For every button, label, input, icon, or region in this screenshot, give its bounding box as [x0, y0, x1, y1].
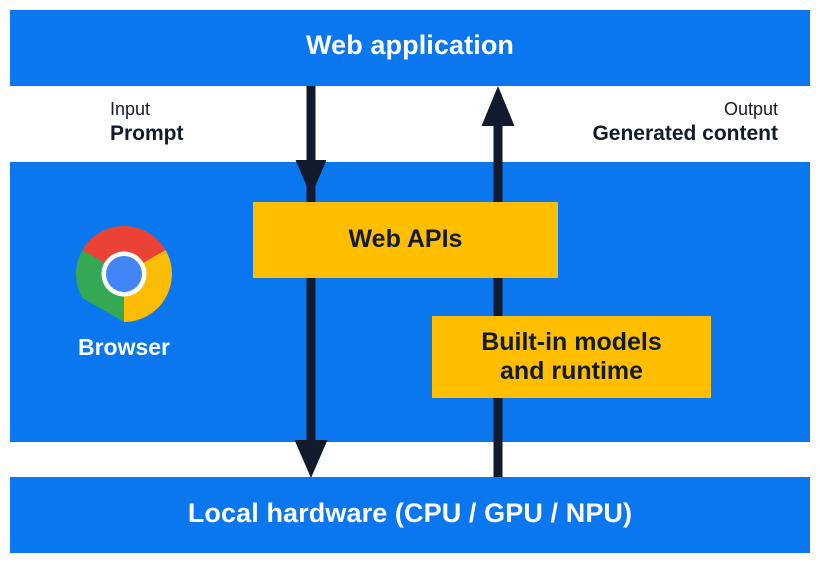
box-web-apis-label: Web APIs: [348, 225, 463, 254]
box-web-apis[interactable]: Web APIs: [253, 202, 558, 278]
band-web-application: [10, 10, 810, 86]
web-application-title: Web application: [305, 30, 515, 60]
chrome-logo-icon: [76, 226, 172, 322]
output-value-label: Generated content: [592, 121, 778, 145]
browser-group: Browser: [48, 226, 200, 374]
box-built-in-models-label: Built-in models and runtime: [481, 327, 662, 386]
band-local-hardware: [10, 477, 810, 553]
annotation-output: Output Generated content: [592, 99, 778, 147]
browser-label: Browser: [77, 334, 171, 360]
box-built-in-models[interactable]: Built-in models and runtime: [432, 316, 711, 398]
arrow-up-icon: [481, 86, 515, 478]
input-value-label: Prompt: [110, 121, 184, 145]
input-kind-label: Input: [110, 99, 151, 119]
output-kind-label: Output: [723, 99, 778, 119]
annotation-input: Input Prompt: [110, 99, 184, 147]
local-hardware-title: Local hardware (CPU / GPU / NPU): [187, 498, 633, 528]
arrow-down-icon: [294, 86, 328, 478]
